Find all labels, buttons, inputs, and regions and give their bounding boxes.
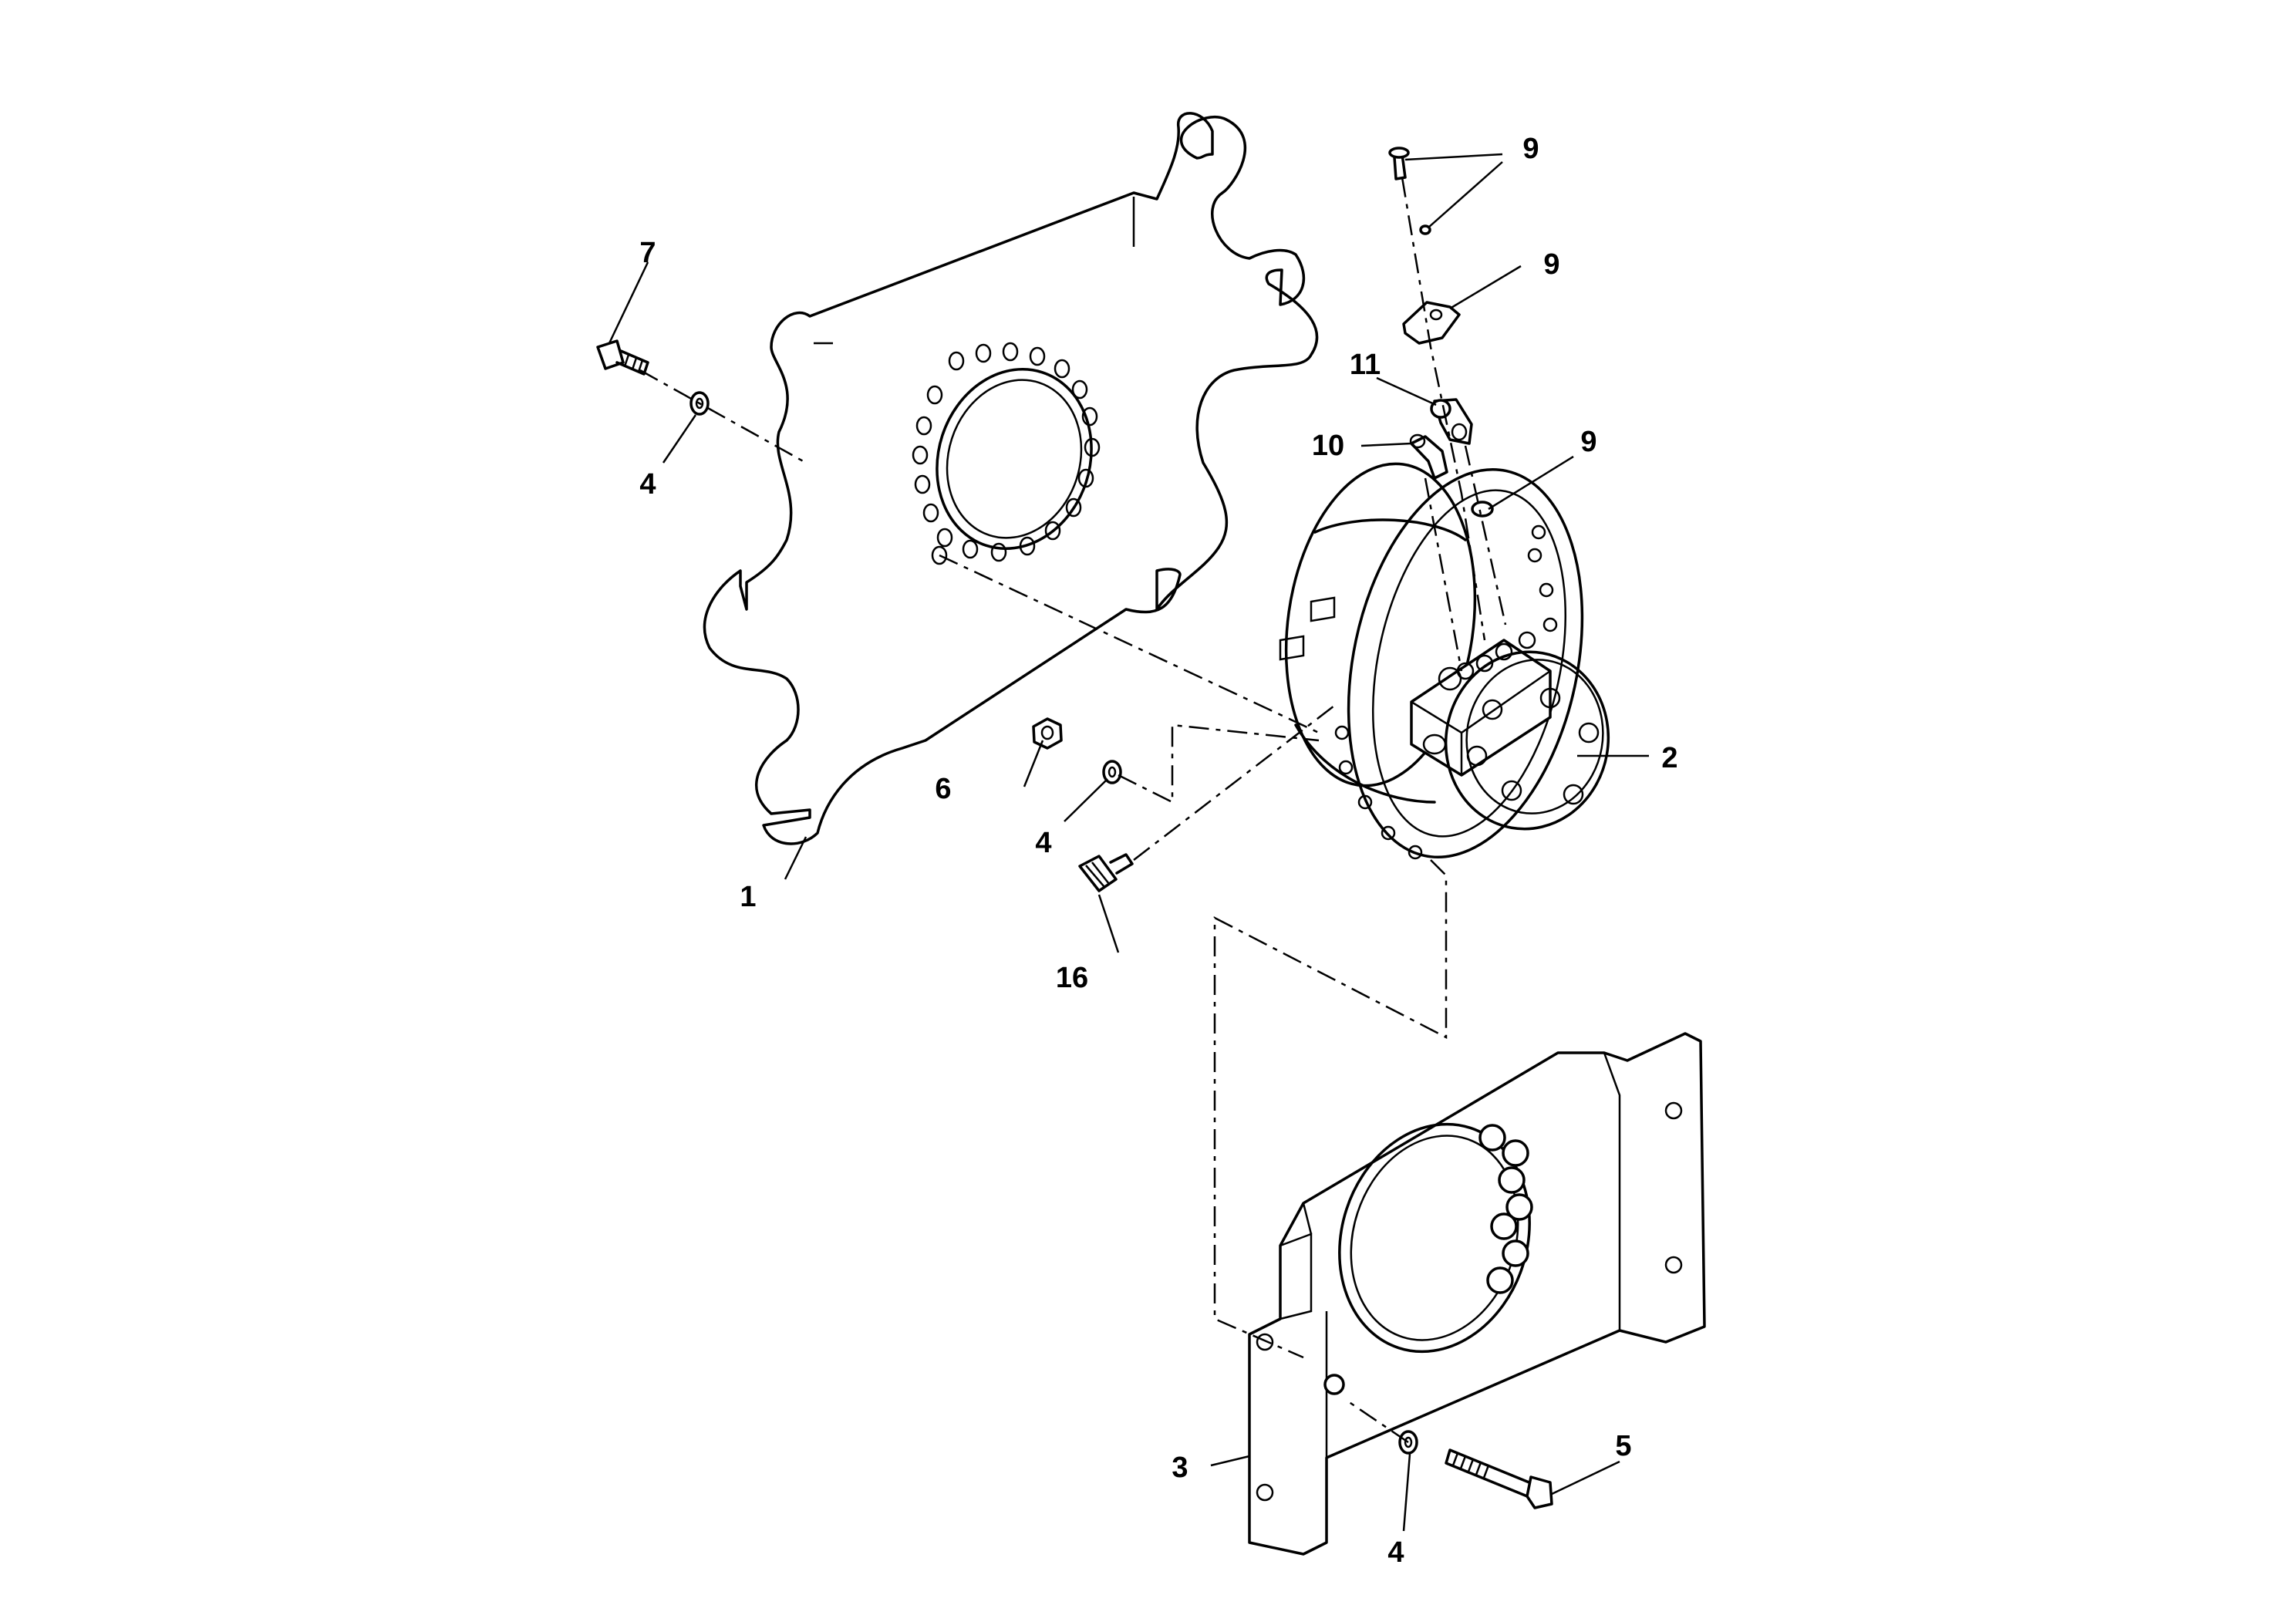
callout-2: 2: [1661, 742, 1677, 774]
callout-9-clamp: 9: [1543, 248, 1559, 281]
washer-4-upper: [689, 391, 710, 416]
assembly-lines: [639, 177, 1507, 1444]
washer-4-middle: [1102, 760, 1122, 784]
nut-6-part: [1032, 717, 1063, 750]
callout-11: 11: [1350, 349, 1381, 381]
washer-4-lower: [1398, 1430, 1418, 1455]
elbow-11-part: [1430, 398, 1473, 445]
callout-7: 7: [639, 237, 656, 269]
callout-4-middle: 4: [1035, 827, 1051, 859]
callout-9-oring: 9: [1580, 426, 1596, 458]
callout-labels: 7 4 1 2 3 6 4 4 5 16 9 9 9 11 10: [639, 133, 1677, 1569]
callout-9-top: 9: [1522, 133, 1539, 165]
leader-lines: [608, 153, 1649, 1532]
callout-6: 6: [935, 773, 951, 805]
callout-1: 1: [740, 881, 756, 913]
callout-5: 5: [1615, 1430, 1631, 1462]
elbow-10-part: [1409, 433, 1448, 480]
bolt-7-part: [596, 339, 649, 376]
bracket-part: [1248, 1032, 1706, 1556]
callout-3: 3: [1172, 1452, 1188, 1484]
fitting-16-part: [1078, 853, 1134, 892]
hydraulic-motor-part: [1279, 462, 1610, 860]
mounting-plate-part: [703, 112, 1319, 845]
bolt-hole-ring: [912, 342, 1101, 565]
callout-4-lower: 4: [1387, 1536, 1404, 1569]
bracket-bolt-group: [1323, 1124, 1533, 1395]
callout-10: 10: [1312, 430, 1344, 462]
fitting-9-hardware: [1388, 147, 1494, 518]
callout-16: 16: [1056, 962, 1088, 994]
callout-4-upper: 4: [639, 468, 656, 501]
bolt-5-part: [1445, 1448, 1553, 1509]
